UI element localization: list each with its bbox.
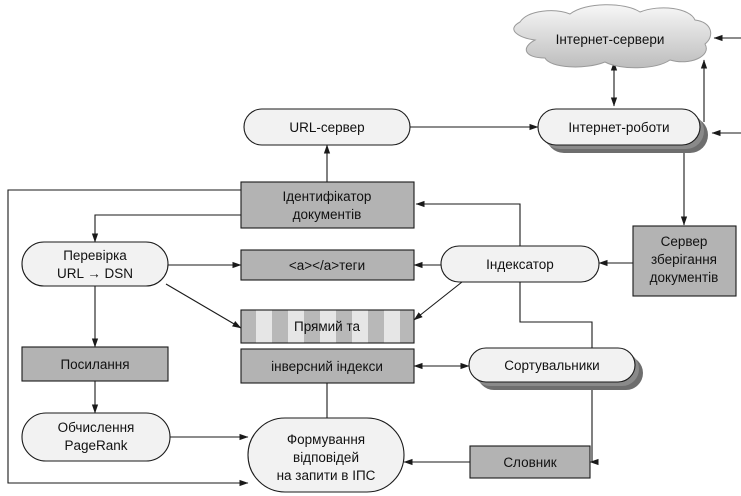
links-node: Посилання <box>21 346 169 382</box>
storage-server-line2: зберігання <box>651 252 717 267</box>
answers-node: Формування відповідей на запити в ІПС <box>247 417 405 493</box>
document-identifier-line2: документів <box>293 207 362 222</box>
internet-servers-cloud: Інтернет-сервери <box>513 4 712 69</box>
pagerank-node: Обчислення PageRank <box>21 412 171 462</box>
anchor-tags-node: <a></a>теги <box>240 249 415 281</box>
storage-server-line1: Сервер <box>661 234 708 249</box>
sorters-label: Сортувальники <box>504 358 599 373</box>
indexer-node: Індексатор <box>440 245 600 283</box>
internet-servers-label: Інтернет-сервери <box>556 32 665 47</box>
pagerank-line1: Обчислення <box>58 420 135 435</box>
answers-line1: Формування <box>287 432 365 447</box>
arrow-indexer-dictionary <box>519 282 599 466</box>
document-identifier-line1: Ідентифікатор <box>283 189 372 204</box>
answers-line2: відповідей <box>293 450 359 465</box>
links-label: Посилання <box>60 357 129 372</box>
url-server-node: URL-сервер <box>243 108 411 146</box>
arrow-indexer-docid <box>415 200 521 246</box>
arrow-docid-answers-loop <box>7 189 249 487</box>
arrow-indexer-index <box>413 281 463 321</box>
document-identifier-node: Ідентифікатор документів <box>240 181 415 229</box>
connectors <box>7 34 741 487</box>
storage-server-line3: документів <box>650 270 719 285</box>
url-server-label: URL-сервер <box>289 120 364 135</box>
pagerank-line2: PageRank <box>64 438 127 453</box>
inverse-index-label: інверсний індекси <box>271 359 383 374</box>
answers-line3: на запити в ІПС <box>277 468 376 483</box>
anchor-tags-label: <a></a>теги <box>289 258 365 273</box>
internet-robots-node: Інтернет-роботи <box>537 108 708 153</box>
dictionary-label: Словник <box>503 455 556 470</box>
index-node: Прямий та інверсний індекси <box>240 309 415 384</box>
internet-robots-label: Інтернет-роботи <box>568 120 669 135</box>
storage-server-node: Сервер зберігання документів <box>632 225 737 297</box>
sorters-node: Сортувальники <box>468 347 643 390</box>
check-url-line2: URL → DSN <box>57 266 133 281</box>
indexer-label: Індексатор <box>486 257 554 272</box>
arrow-check-index <box>165 283 242 329</box>
forward-index-label: Прямий та <box>294 319 361 334</box>
dictionary-node: Словник <box>469 445 591 479</box>
arrow-docid-check <box>91 214 241 243</box>
check-url-line1: Перевірка <box>63 248 127 263</box>
check-url-dsn-node: Перевірка URL → DSN <box>21 241 169 287</box>
